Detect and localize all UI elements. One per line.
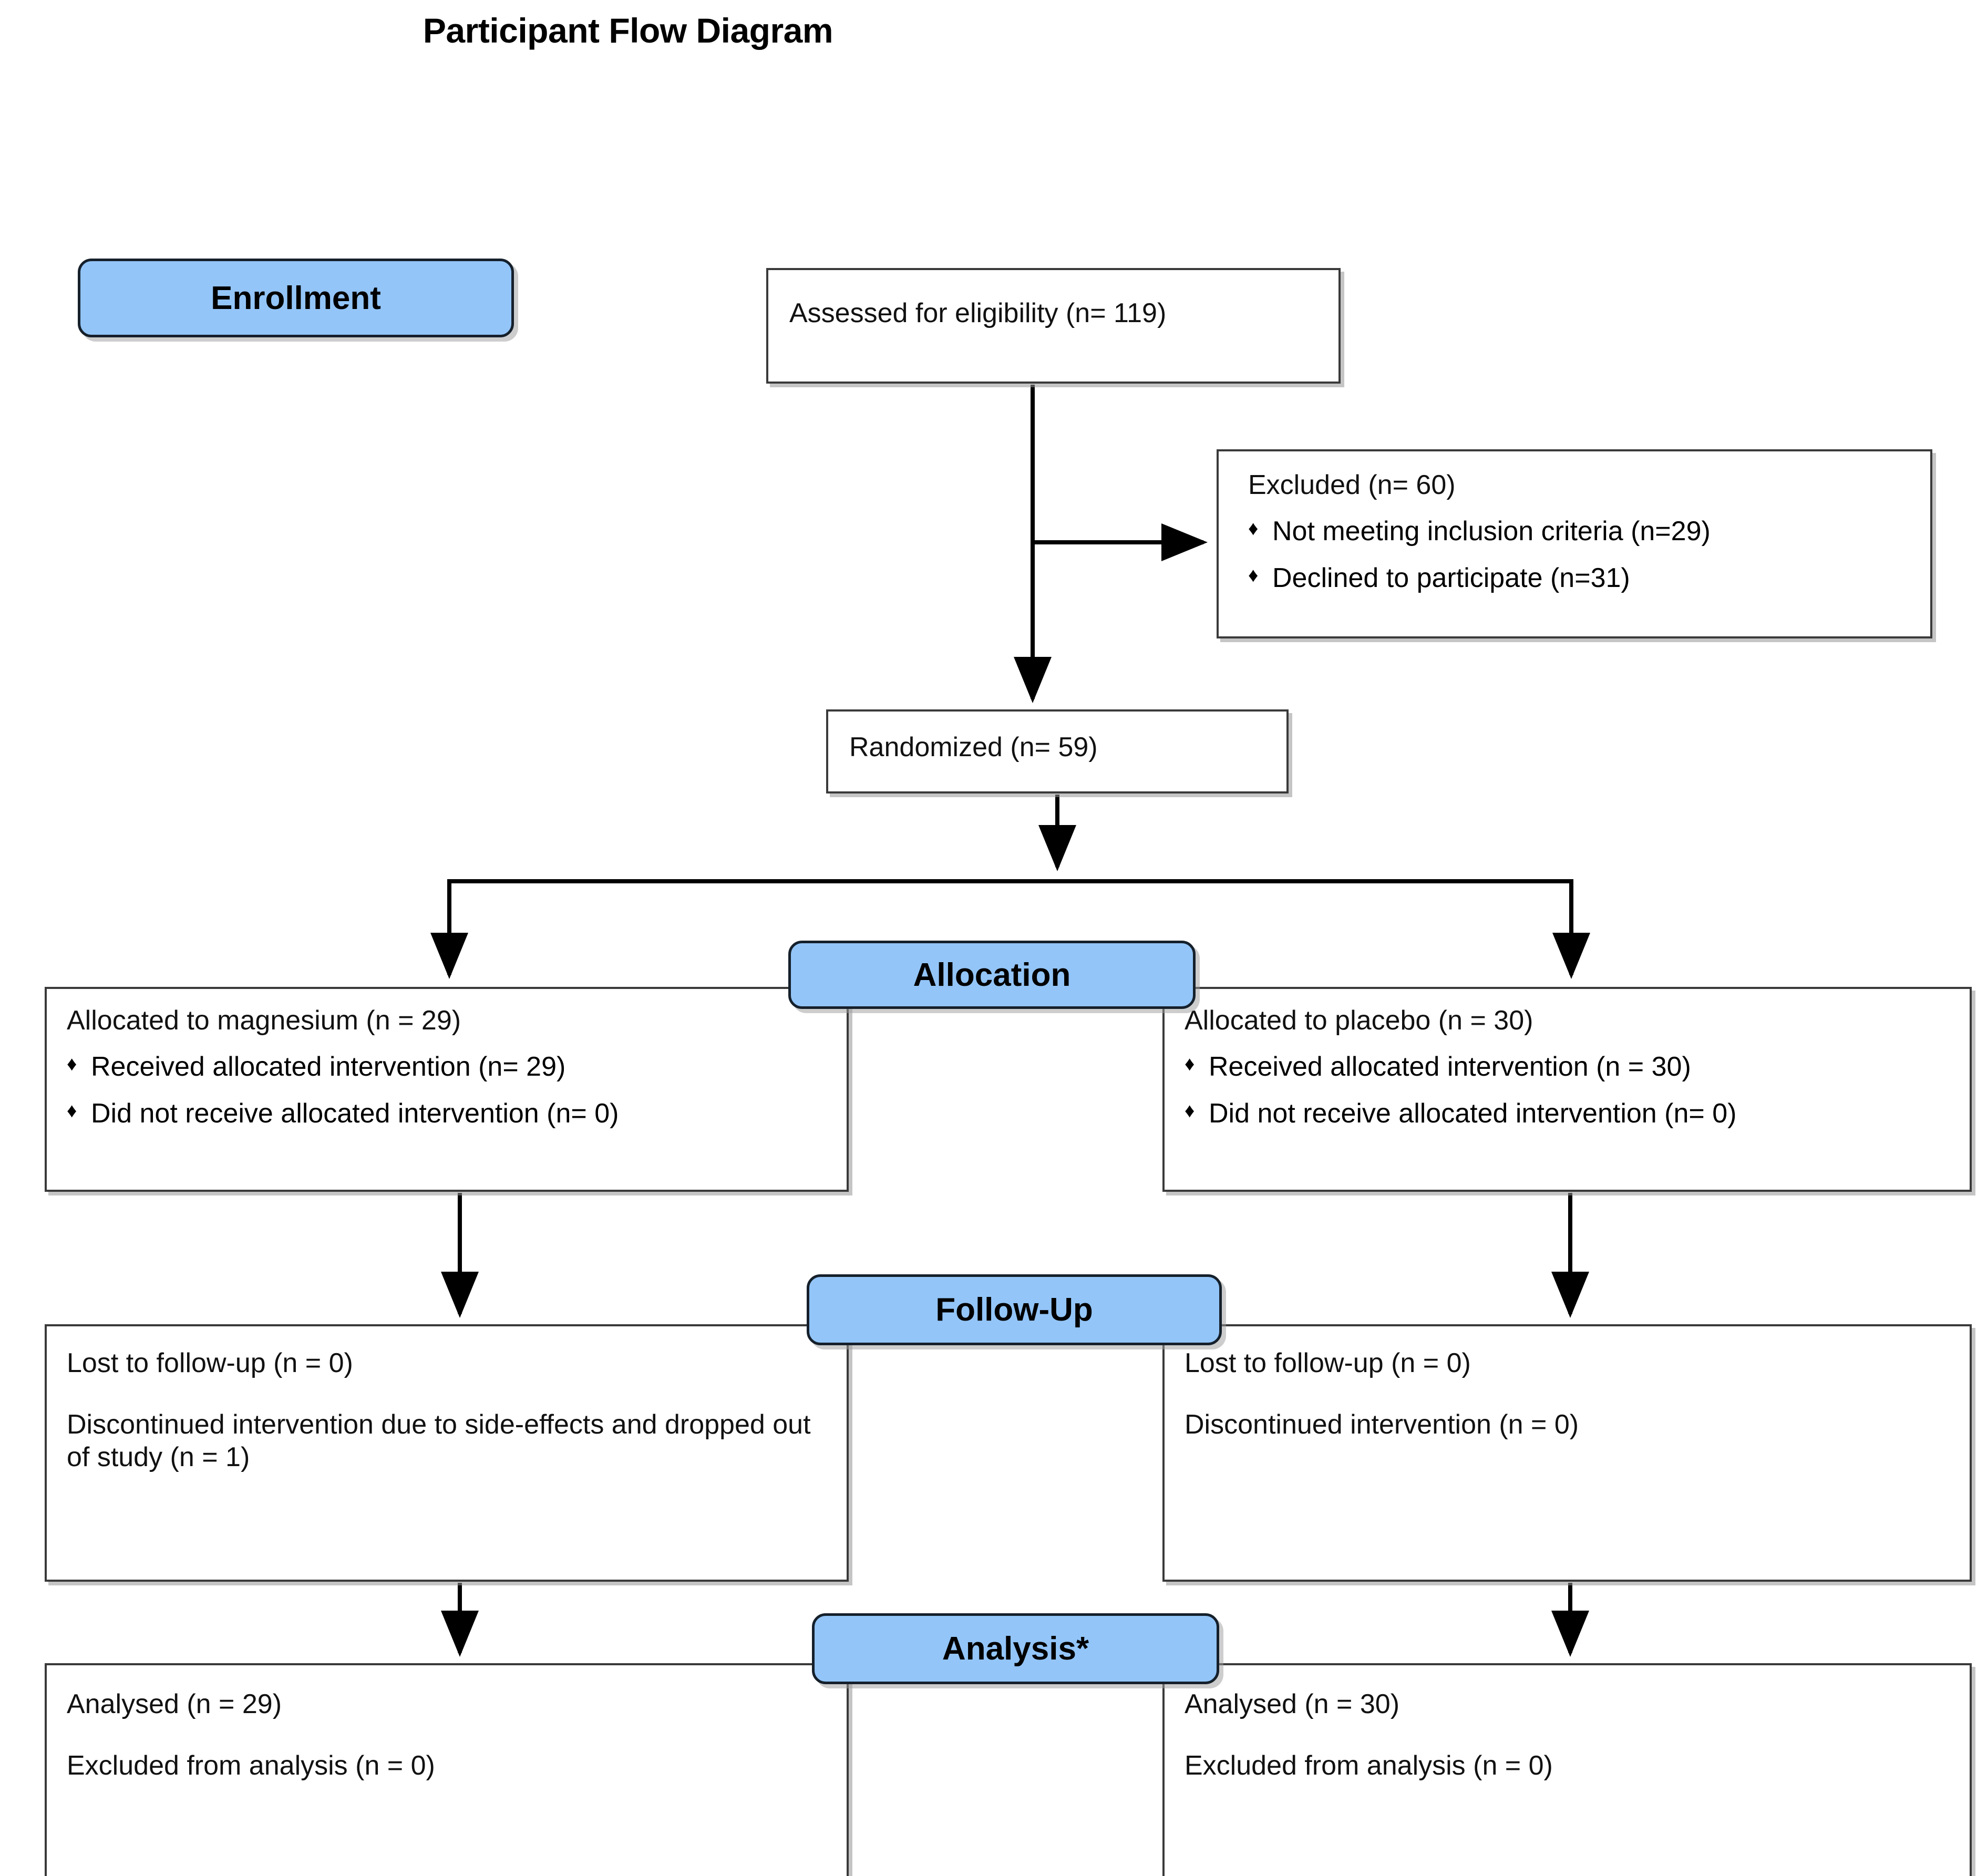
box-analysis-placebo: Analysed (n = 30) Excluded from analysis… <box>1162 1663 1972 1876</box>
box-randomized: Randomized (n= 59) <box>826 709 1289 793</box>
list-item-label: Not meeting inclusion criteria (n=29) <box>1272 516 1711 547</box>
box-analysis-magnesium: Analysed (n = 29) Excluded from analysis… <box>45 1663 849 1876</box>
stage-label-analysis: Analysis* <box>942 1631 1089 1667</box>
diamond-bullet-icon: ♦ <box>1248 518 1259 540</box>
diamond-bullet-icon: ♦ <box>67 1053 77 1076</box>
box-followup-magnesium: Lost to follow-up (n = 0) Discontinued i… <box>45 1324 849 1582</box>
followup-left-discontinued: Discontinued intervention due to side-ef… <box>67 1409 811 1472</box>
list-item: ♦ Did not receive allocated intervention… <box>1185 1097 1955 1130</box>
list-item: ♦ Did not receive allocated intervention… <box>67 1097 832 1130</box>
spacer <box>1185 1720 1955 1750</box>
excluded-heading: Excluded (n= 60) <box>1248 470 1456 500</box>
stage-pill-follow-up: Follow-Up <box>807 1274 1222 1345</box>
page-title: Participant Flow Diagram <box>423 11 833 50</box>
spacer <box>67 1379 832 1409</box>
list-item: ♦ Declined to participate (n=31) <box>1248 562 1914 594</box>
excluded-reason-list: ♦ Not meeting inclusion criteria (n=29) … <box>1248 515 1914 594</box>
list-item: ♦ Received allocated intervention (n= 29… <box>67 1050 832 1083</box>
stage-pill-allocation: Allocation <box>788 941 1196 1009</box>
followup-left-lost: Lost to follow-up (n = 0) <box>67 1348 353 1378</box>
box-excluded: Excluded (n= 60) ♦ Not meeting inclusion… <box>1217 449 1932 638</box>
box-followup-placebo: Lost to follow-up (n = 0) Discontinued i… <box>1162 1324 1972 1582</box>
box-allocation-placebo: Allocated to placebo (n = 30) ♦ Received… <box>1162 987 1972 1192</box>
allocation-right-heading: Allocated to placebo (n = 30) <box>1185 1005 1533 1036</box>
stage-label-follow-up: Follow-Up <box>935 1292 1093 1328</box>
spacer <box>67 1720 832 1750</box>
list-item-label: Received allocated intervention (n = 30) <box>1209 1052 1691 1083</box>
list-item: ♦ Received allocated intervention (n = 3… <box>1185 1050 1955 1083</box>
box-assessed-for-eligibility: Assessed for eligibility (n= 119) <box>766 268 1341 384</box>
list-item-label: Declined to participate (n=31) <box>1272 562 1630 593</box>
diamond-bullet-icon: ♦ <box>1248 564 1259 586</box>
allocation-left-heading: Allocated to magnesium (n = 29) <box>67 1005 461 1036</box>
followup-right-lost: Lost to follow-up (n = 0) <box>1185 1348 1471 1378</box>
list-item: ♦ Not meeting inclusion criteria (n=29) <box>1248 515 1914 548</box>
followup-right-discontinued: Discontinued intervention (n = 0) <box>1185 1409 1579 1440</box>
allocation-left-list: ♦ Received allocated intervention (n= 29… <box>67 1050 832 1130</box>
allocation-right-list: ♦ Received allocated intervention (n = 3… <box>1185 1050 1955 1130</box>
analysis-left-analysed: Analysed (n = 29) <box>67 1689 282 1719</box>
box-allocation-magnesium: Allocated to magnesium (n = 29) ♦ Receiv… <box>45 987 849 1192</box>
list-item-label: Did not receive allocated intervention (… <box>1209 1098 1737 1129</box>
randomized-text: Randomized (n= 59) <box>849 732 1098 762</box>
list-item-label: Received allocated intervention (n= 29) <box>91 1052 566 1083</box>
analysis-right-excluded: Excluded from analysis (n = 0) <box>1185 1750 1553 1781</box>
assessed-text: Assessed for eligibility (n= 119) <box>789 298 1167 328</box>
diamond-bullet-icon: ♦ <box>1185 1099 1195 1122</box>
stage-label-enrollment: Enrollment <box>211 280 381 316</box>
stage-label-allocation: Allocation <box>913 956 1071 993</box>
diamond-bullet-icon: ♦ <box>1185 1053 1195 1076</box>
analysis-right-analysed: Analysed (n = 30) <box>1185 1689 1400 1719</box>
stage-pill-analysis: Analysis* <box>812 1613 1219 1684</box>
diamond-bullet-icon: ♦ <box>67 1099 77 1122</box>
stage-pill-enrollment: Enrollment <box>78 259 514 337</box>
spacer <box>1185 1379 1955 1409</box>
analysis-left-excluded: Excluded from analysis (n = 0) <box>67 1750 435 1781</box>
list-item-label: Did not receive allocated intervention (… <box>91 1098 619 1129</box>
